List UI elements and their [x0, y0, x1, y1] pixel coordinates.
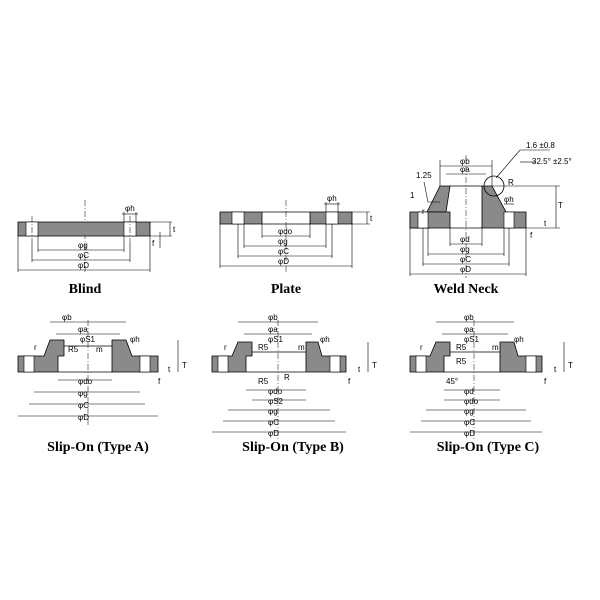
weld-b-label: φb [460, 157, 470, 166]
soa-s1-label: φS1 [80, 335, 96, 344]
blind-flange-drawing: φh t f φg φC φD [17, 200, 176, 272]
sob-f-label: f [348, 377, 351, 386]
soa-t-label: t [168, 365, 171, 374]
blind-hole-dia-label: φh [125, 204, 135, 213]
sob-c-label: φC [268, 418, 279, 427]
blind-thickness-label: t [173, 225, 176, 234]
soc-r5b-label: R5 [456, 357, 467, 366]
weld-R-label: R [508, 178, 514, 187]
sob-s1-label: φS1 [268, 335, 284, 344]
caption-slip-on-b: Slip-On (Type B) [242, 440, 344, 455]
soa-do-label: φdo [78, 377, 93, 386]
blind-d-label: φD [78, 261, 89, 270]
sob-T-label: T [372, 361, 377, 370]
soc-h-label: φh [514, 335, 524, 344]
soa-c-label: φC [78, 401, 89, 410]
weld-t-label: t [544, 219, 547, 228]
weld-hole-dia-label: φh [504, 195, 514, 204]
weld-r-label: r [422, 207, 425, 216]
caption-slip-on-a: Slip-On (Type A) [47, 440, 149, 455]
plate-thickness-label: t [370, 214, 373, 223]
soc-D-label: φD [464, 429, 475, 438]
weld-f-label: f [530, 231, 533, 240]
sob-r-label: r [224, 343, 227, 352]
blind-face-label: f [152, 239, 155, 248]
soa-D-label: φD [78, 413, 89, 422]
sob-r5b-label: R5 [258, 377, 269, 386]
soc-c-label: φC [464, 418, 475, 427]
soc-t-label: t [554, 365, 557, 374]
weld-g-label: φg [460, 245, 470, 254]
sob-t-label: t [358, 365, 361, 374]
soc-s1-label: φS1 [464, 335, 480, 344]
soa-g-label: φg [78, 389, 88, 398]
weld-bevel-angle-label: 32.5° ±2.5° [532, 157, 572, 166]
soc-f-label: f [544, 377, 547, 386]
soc-d-label: φd [464, 387, 474, 396]
caption-weld-neck: Weld Neck [433, 282, 499, 297]
sob-D-label: φD [268, 429, 279, 438]
blind-c-label: φC [78, 251, 89, 260]
soa-r5-label: R5 [68, 345, 79, 354]
sob-R-label: R [284, 373, 290, 382]
soa-b-label: φb [62, 313, 72, 322]
sob-a-label: φa [268, 325, 278, 334]
soc-do-label: φdo [464, 397, 479, 406]
weld-one-label: 1 [410, 191, 415, 200]
soc-m-label: m [492, 343, 499, 352]
plate-g-label: φg [278, 237, 288, 246]
soc-T-label: T [568, 361, 573, 370]
weld-bevel-tol-label: 1.6 ±0.8 [526, 141, 555, 150]
weld-c-label: φC [460, 255, 471, 264]
weld-T-label: T [558, 201, 563, 210]
caption-slip-on-c: Slip-On (Type C) [436, 440, 540, 455]
soc-b-label: φb [464, 313, 474, 322]
soc-g-label: φg [464, 407, 474, 416]
sob-b-label: φb [268, 313, 278, 322]
weld-a-label: φa [460, 165, 470, 174]
soa-r-label: r [34, 343, 37, 352]
weld-taper-label: 1.25 [416, 171, 432, 180]
soc-r-label: r [420, 343, 423, 352]
sob-g-label: φg [268, 407, 278, 416]
plate-d-label: φD [278, 257, 289, 266]
slip-on-b-drawing: φb φa φS1 r R5 m φh R R5 T t f φdo φS2 φ… [211, 313, 377, 440]
slip-on-a-drawing: φb φa φS1 r R5 m φh T t f φdo φg φC φD [17, 313, 187, 425]
caption-blind: Blind [68, 282, 102, 297]
weld-neck-flange-drawing: φb φa 1.25 1 r R 1.6 ±0.8 32.5° ±2.5° φh… [409, 141, 572, 278]
soc-45-label: 45° [446, 377, 458, 386]
plate-hole-dia-label: φh [327, 194, 337, 203]
sob-h-label: φh [320, 335, 330, 344]
soc-r5-label: R5 [456, 343, 467, 352]
sob-s2-label: φS2 [268, 397, 284, 406]
soa-h-label: φh [130, 335, 140, 344]
weld-d-label: φd [460, 235, 470, 244]
sob-r5-label: R5 [258, 343, 269, 352]
soc-a-label: φa [464, 325, 474, 334]
soa-f-label: f [158, 377, 161, 386]
slip-on-c-drawing: φb φa φS1 r R5 m φh R5 45° T t f φd φdo … [409, 313, 573, 440]
plate-c-label: φC [278, 247, 289, 256]
plate-flange-drawing: φh t φdo φg φC φD [219, 194, 373, 272]
sob-m-label: m [298, 343, 305, 352]
soa-a-label: φa [78, 325, 88, 334]
sob-do-label: φdo [268, 387, 283, 396]
soa-m-label: m [96, 345, 103, 354]
plate-do-label: φdo [278, 227, 293, 236]
soa-T-label: T [182, 361, 187, 370]
caption-plate: Plate [270, 282, 302, 297]
blind-g-label: φg [78, 241, 88, 250]
weld-D-label: φD [460, 265, 471, 274]
